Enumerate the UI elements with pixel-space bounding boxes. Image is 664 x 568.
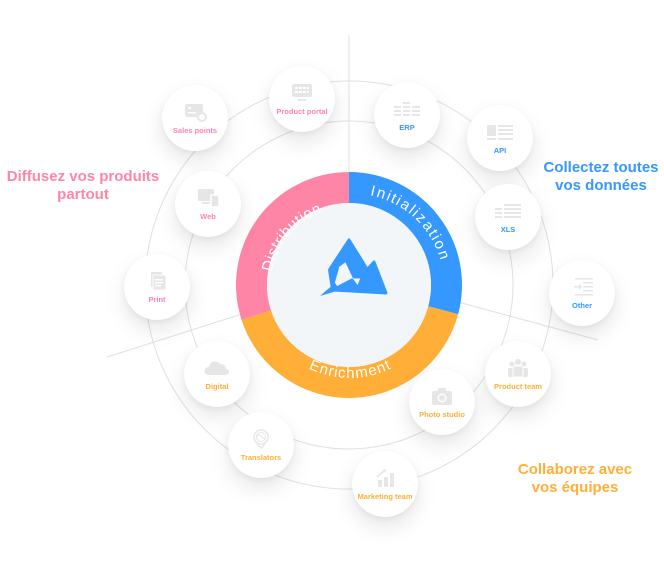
- distribution-heading: Diffusez vos produits partout: [6, 168, 160, 203]
- node-other[interactable]: Other: [549, 260, 615, 326]
- monitor-icon: [292, 83, 312, 101]
- node-label: Digital: [205, 381, 229, 391]
- node-product-team[interactable]: Product team: [485, 341, 551, 407]
- node-label: Sales points: [172, 125, 218, 135]
- node-digital[interactable]: Digital: [184, 341, 250, 407]
- process-donut: [236, 172, 462, 398]
- enrichment-heading: Collaborez avec vos équipes: [517, 461, 633, 496]
- card-terminal-icon: [185, 103, 207, 122]
- node-erp[interactable]: ERP: [374, 82, 440, 148]
- node-sales-points[interactable]: Sales points: [162, 85, 228, 151]
- node-label: Web: [200, 211, 216, 221]
- segment-enrichment[interactable]: [241, 306, 459, 398]
- node-api[interactable]: API: [467, 105, 533, 171]
- segment-initialization[interactable]: [349, 172, 462, 315]
- node-label: XLS: [500, 224, 516, 234]
- divider-left: [106, 312, 246, 358]
- node-xls[interactable]: XLS: [475, 184, 541, 250]
- node-label: Product team: [494, 381, 542, 391]
- devices-icon: [198, 188, 220, 208]
- node-marketing-team[interactable]: Marketing team: [352, 451, 418, 517]
- node-label: Other: [571, 300, 592, 310]
- node-print[interactable]: Print: [124, 254, 190, 320]
- node-web[interactable]: Web: [175, 171, 241, 237]
- table-icon: [394, 101, 420, 116]
- segment-distribution[interactable]: [236, 172, 349, 320]
- node-translators[interactable]: Translators: [228, 412, 294, 478]
- node-label: ERP: [399, 122, 415, 132]
- node-label: Translators: [240, 452, 282, 462]
- node-label: Marketing team: [357, 491, 413, 501]
- initialization-heading: Collectez toutes vos données: [543, 159, 659, 194]
- api-list-icon: [487, 124, 513, 140]
- node-product-portal[interactable]: Product portal: [269, 66, 335, 132]
- node-label: API: [493, 145, 507, 155]
- akeneo-logo-icon: [320, 238, 388, 296]
- camera-icon: [432, 387, 452, 405]
- node-photo-studio[interactable]: Photo studio: [409, 369, 475, 435]
- document-icon: [151, 271, 167, 290]
- node-label: Product portal: [276, 106, 328, 116]
- divider-right: [457, 301, 599, 341]
- import-icon: [574, 277, 593, 295]
- globe-pin-icon: [253, 428, 269, 449]
- people-icon: [508, 358, 528, 377]
- chart-growth-icon: [376, 468, 394, 487]
- node-label: Photo studio: [419, 409, 465, 419]
- spreadsheet-icon: [495, 203, 521, 218]
- node-label: Print: [148, 294, 166, 304]
- cloud-icon: [204, 360, 229, 375]
